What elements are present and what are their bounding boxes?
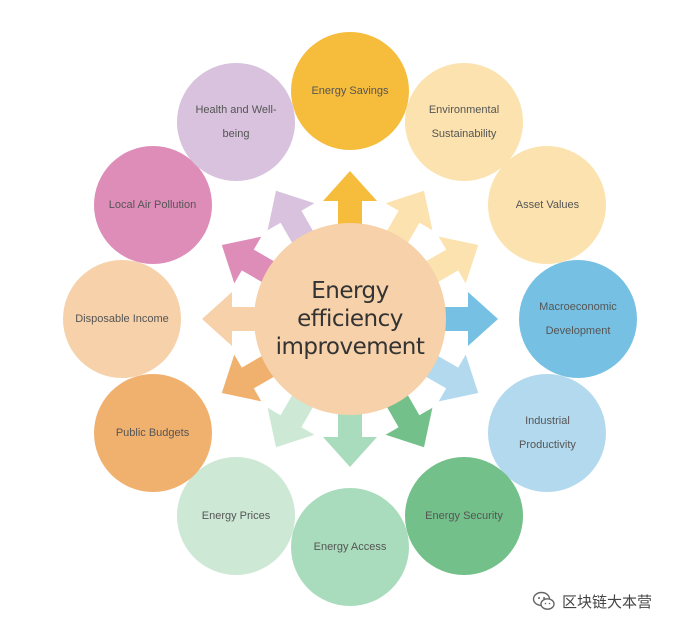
center-label: Energy efficiency improvement	[275, 278, 425, 360]
benefit-label: Macroeconomic Development	[539, 301, 617, 337]
watermark-text: 区块链大本营	[562, 592, 653, 611]
benefit-node-public-budgets: Public Budgets	[93, 374, 212, 492]
benefit-label: Energy Prices	[201, 510, 271, 523]
benefit-node-energy-savings: Energy Savings	[291, 32, 409, 150]
benefit-node-local-air-pollution: Local Air Pollution	[93, 146, 212, 264]
benefit-label: Energy Security	[425, 510, 503, 523]
benefit-label: Disposable Income	[75, 313, 169, 325]
arrow-energy-access	[323, 401, 377, 467]
benefit-node-asset-values: Asset Values	[488, 146, 607, 264]
benefit-label: Environmental Sustainability	[428, 103, 500, 140]
watermark: 区块链大本营	[532, 589, 652, 613]
benefit-label: Asset Values	[515, 199, 580, 211]
benefit-node-environmental-sustainability: Environmental Sustainability	[405, 62, 523, 181]
benefit-node-industrial-productivity: Industrial Productivity	[488, 374, 607, 492]
benefit-label: Public Budgets	[115, 427, 190, 439]
benefit-node-health-and-well-being: Health and Well-being	[177, 62, 295, 181]
benefit-node-energy-access: Energy Access	[291, 488, 409, 606]
arrow-energy-savings	[323, 171, 377, 237]
benefit-node-macroeconomic-development: Macroeconomic Development	[519, 260, 637, 378]
center-circle: Energy efficiency improvement	[254, 223, 446, 415]
arrow-disposable-income	[202, 292, 268, 346]
wechat-icon	[532, 591, 555, 610]
benefit-label: Local Air Pollution	[108, 199, 197, 211]
arrow-macroeconomic-development	[432, 292, 498, 346]
benefit-node-disposable-income: Disposable Income	[63, 260, 181, 378]
benefit-label: Industrial Productivity	[519, 415, 576, 451]
benefit-label: Energy Access	[313, 541, 387, 553]
benefit-label: Energy Savings	[311, 85, 389, 97]
benefit-node-energy-prices: Energy Prices	[177, 457, 295, 576]
benefit-node-energy-security: Energy Security	[405, 457, 523, 576]
benefit-label: Health and Well-being	[195, 103, 277, 140]
